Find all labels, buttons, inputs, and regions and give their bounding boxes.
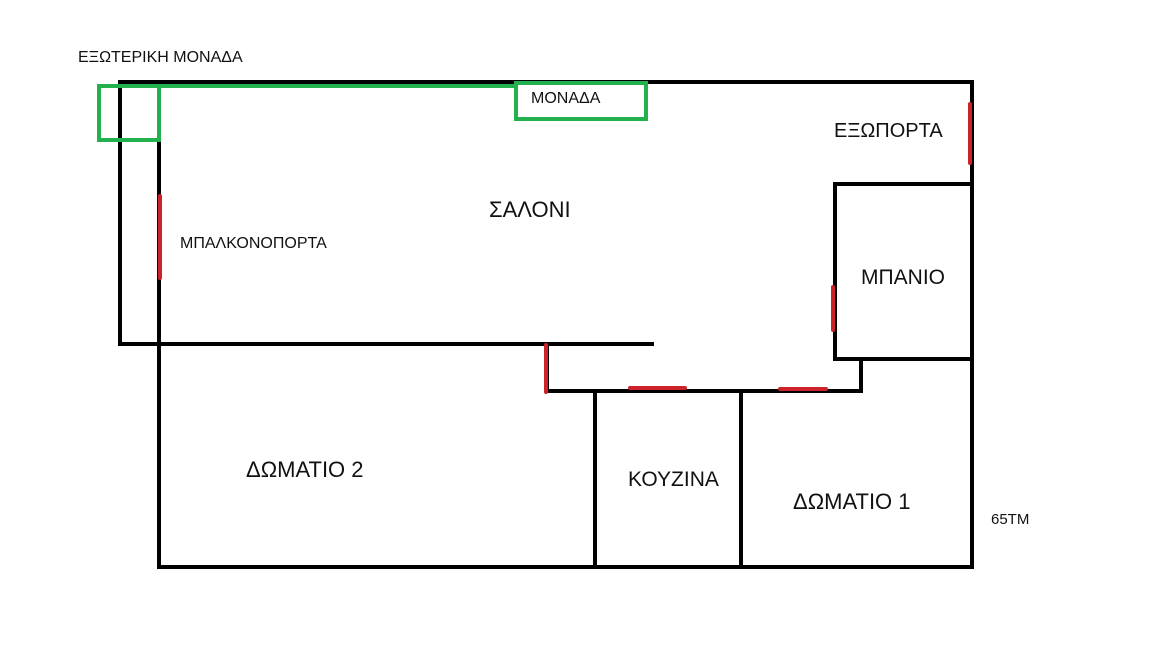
balcony-door-label: ΜΠΑΛΚΟΝΟΠΟΡΤΑ <box>180 235 327 252</box>
outdoor-unit-box <box>97 84 161 142</box>
bedroom-2-label: ΔΩΜΑΤΙΟ 2 <box>246 457 364 482</box>
bedroom-1-label: ΔΩΜΑΤΙΟ 1 <box>793 489 911 514</box>
living-room-label: ΣΑΛΟΝΙ <box>489 197 571 222</box>
indoor-unit-box <box>514 81 648 121</box>
ac-units <box>97 81 648 142</box>
entrance-door-label: ΕΞΩΠΟΡΤΑ <box>834 120 943 142</box>
total-area-label: 65ΤΜ <box>991 511 1030 528</box>
outdoor-unit-label: ΕΞΩΤΕΡΙΚΗ ΜΟΝΑΔΑ <box>78 49 243 66</box>
kitchen-label: ΚΟΥΖΙΝΑ <box>628 468 719 491</box>
bathroom-label: ΜΠΑΝΙΟ <box>861 266 945 289</box>
walls <box>118 80 974 569</box>
doors <box>158 102 972 394</box>
indoor-unit-label: ΜΟΝΑΔΑ <box>531 90 601 107</box>
